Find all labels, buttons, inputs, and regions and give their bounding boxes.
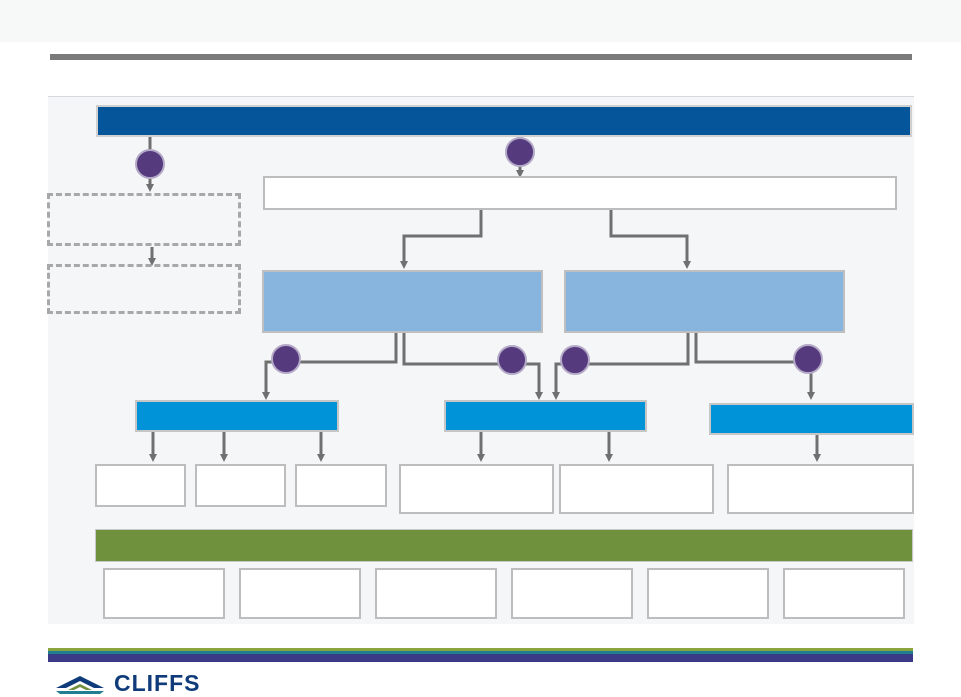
second-level-bar xyxy=(263,176,897,210)
level3-box-right xyxy=(709,403,914,435)
level3-box-middle xyxy=(444,400,647,432)
logo-wordmark: CLIFFS xyxy=(114,670,201,696)
green-base-bar xyxy=(95,529,913,562)
marker-circle-6 xyxy=(793,344,823,374)
marker-circle-3 xyxy=(271,344,301,374)
leaf-box-1 xyxy=(95,464,186,507)
dashed-box-1 xyxy=(47,193,241,246)
bottom-box-4 xyxy=(511,568,633,619)
top-band xyxy=(0,0,961,42)
connector-l2r-l3b xyxy=(552,332,690,400)
leaf-box-5 xyxy=(559,464,714,514)
bottom-box-3 xyxy=(375,568,497,619)
bottom-box-5 xyxy=(647,568,769,619)
connector-l2l-l3b xyxy=(402,332,543,400)
connector-second-level2-left xyxy=(400,210,483,269)
level2-box-left xyxy=(262,270,543,333)
dashed-box-2 xyxy=(47,264,241,314)
top-header-bar xyxy=(96,105,912,137)
level2-box-right xyxy=(564,270,845,333)
leaf-box-3 xyxy=(295,464,387,507)
leaf-box-4 xyxy=(399,464,554,514)
leaf-box-2 xyxy=(195,464,286,507)
connector-l2l-l3a xyxy=(262,332,398,400)
leaf-box-6 xyxy=(727,464,914,514)
mountain-chevron-logo-icon xyxy=(56,676,104,694)
connector-second-level2-right xyxy=(609,210,691,269)
bottom-box-2 xyxy=(239,568,361,619)
marker-circle-1 xyxy=(135,149,165,179)
header-rule xyxy=(50,54,912,60)
marker-circle-2 xyxy=(505,137,535,167)
cliffs-logo: CLIFFS xyxy=(54,670,201,696)
level3-box-left xyxy=(135,400,339,432)
marker-circle-4 xyxy=(497,345,527,375)
bottom-box-1 xyxy=(103,568,225,619)
connector-l2r-l3c xyxy=(694,332,815,400)
bottom-box-6 xyxy=(783,568,905,619)
footer-stripes xyxy=(48,648,913,662)
marker-circle-5 xyxy=(560,345,590,375)
